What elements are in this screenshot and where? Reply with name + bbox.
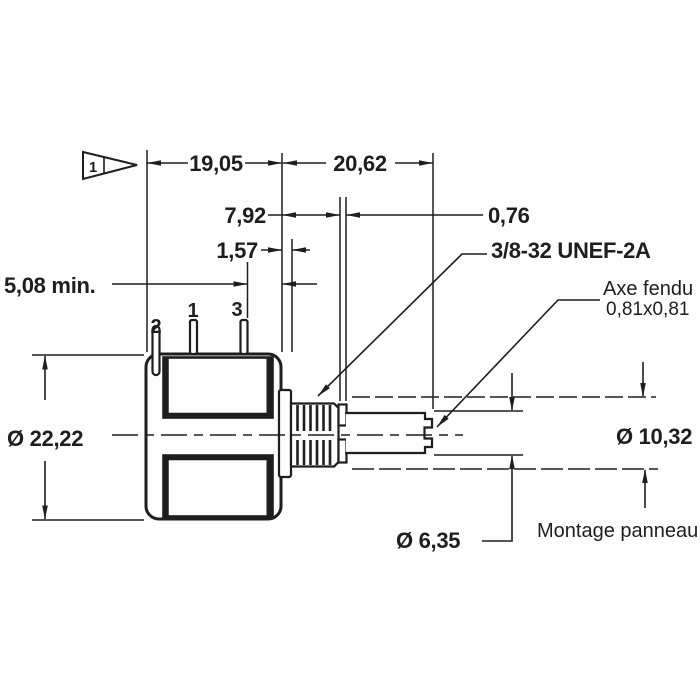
flag-triangle-icon xyxy=(82,150,138,181)
slotted-shaft-label: Axe fendu xyxy=(603,278,693,300)
shaft-fill xyxy=(346,413,432,453)
mounting-flange xyxy=(277,388,293,479)
terminal-pin-2 xyxy=(151,324,161,377)
dim-bushing-length: 7,92 xyxy=(224,203,266,228)
arrowhead xyxy=(509,397,515,411)
body-upper-section xyxy=(162,356,274,419)
arrowhead xyxy=(419,160,433,166)
dim-washer-gap: 0,76 xyxy=(488,203,530,228)
dim-terminal-spacing: 5,08 min. xyxy=(4,273,95,298)
revision-flag: 1 xyxy=(82,150,138,181)
arrowhead xyxy=(147,160,161,166)
dim-body-length: 19,05 xyxy=(189,151,243,176)
arrowhead xyxy=(233,281,248,287)
arrowhead xyxy=(640,383,646,397)
potentiometer-body xyxy=(144,352,283,521)
panel-mount-label: Montage panneau xyxy=(537,520,698,542)
bushing-collar-top xyxy=(337,403,348,427)
arrowhead xyxy=(282,212,296,218)
thread-spec-label: 3/8-32 UNEF-2A xyxy=(491,238,651,263)
arrowhead xyxy=(42,355,48,370)
terminal-2-label: 2 xyxy=(150,316,161,338)
dimension-20-62 xyxy=(283,160,433,166)
arrowhead xyxy=(268,247,282,253)
dim-bushing-shaft-length: 20,62 xyxy=(333,151,387,176)
arrowhead xyxy=(292,247,306,253)
dimension-5-08 xyxy=(112,281,317,287)
dim-shaft-diameter: Ø 6,35 xyxy=(396,528,460,553)
arrowhead xyxy=(268,160,282,166)
dimension-19-05 xyxy=(147,160,282,166)
arrowhead xyxy=(509,455,515,469)
dimension-0-76 xyxy=(346,212,483,218)
dim-body-diameter: Ø 22,22 xyxy=(7,426,83,451)
slotted-shaft-size: 0,81x0,81 xyxy=(606,299,689,320)
arrowhead xyxy=(318,384,330,396)
extension-lines xyxy=(32,150,658,521)
leader-slotted-shaft xyxy=(436,299,600,428)
arrowhead xyxy=(282,281,296,287)
terminal-pin-3 xyxy=(239,318,249,356)
terminal-labels: 2 1 3 xyxy=(150,299,242,338)
flag-number: 1 xyxy=(89,159,97,176)
dimension-dia-22-22 xyxy=(42,355,48,520)
annotation-labels: Axe fendu 0,81x0,81 Montage panneau xyxy=(537,278,698,542)
dimension-7-92 xyxy=(268,212,340,218)
arrowhead xyxy=(326,212,340,218)
dimension-labels: 19,05 20,62 7,92 0,76 1,57 5,08 min. Ø 2… xyxy=(4,151,693,553)
dimension-dia-6-35 xyxy=(482,373,515,542)
shaft xyxy=(344,411,434,455)
dimension-1-57 xyxy=(261,247,310,253)
shaft-outline-with-slot xyxy=(344,411,434,455)
arrowhead xyxy=(42,505,48,520)
arrowhead xyxy=(346,212,360,218)
bushing-threads xyxy=(296,405,332,465)
body-lower-section xyxy=(162,454,274,518)
leader-thread-spec xyxy=(317,253,487,397)
dim-bushing-diameter: Ø 10,32 xyxy=(616,424,692,449)
arrowhead xyxy=(283,160,297,166)
arrowhead xyxy=(437,414,449,427)
terminal-1-label: 1 xyxy=(187,300,198,322)
dimension-dia-10-32 xyxy=(640,362,648,508)
terminal-3-label: 3 xyxy=(231,299,242,321)
arrowhead xyxy=(642,469,648,483)
terminal-pin-1 xyxy=(188,318,199,356)
dim-boss-thickness: 1,57 xyxy=(216,238,258,263)
terminals xyxy=(151,318,249,377)
bushing-collar-bottom xyxy=(337,438,348,464)
